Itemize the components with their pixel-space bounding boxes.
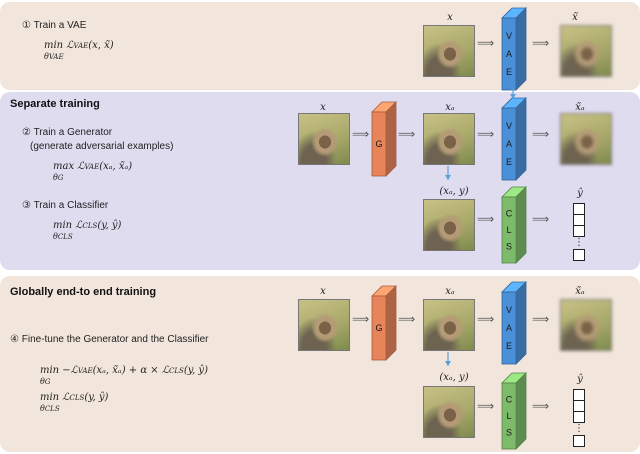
panel-train-vae	[0, 2, 640, 90]
adv-image-row2	[423, 113, 475, 165]
arrow-from-vae-row1: ⟹	[532, 36, 550, 50]
arrow-to-generator-row2: ⟹	[352, 127, 370, 141]
adv-image-row3	[423, 199, 475, 251]
label-x-adv-row2: xₐ	[445, 102, 455, 113]
separate-heading: Separate training	[10, 98, 100, 110]
adv-image-row5	[423, 386, 475, 438]
step3-label: ③ Train a Classifier	[22, 200, 109, 211]
global-heading: Globally end-to end training	[10, 286, 157, 298]
arrow-from-classifier-row3: ⟹	[532, 212, 550, 226]
label-x-recon-row1: x̃	[572, 12, 578, 23]
step1-objective-under: θVAE	[44, 52, 64, 61]
label-pair-row3: (xₐ, y)	[439, 186, 469, 197]
label-x-row2: x	[320, 102, 326, 113]
arrow-to-vae-row1: ⟹	[477, 36, 495, 50]
label-x-adv-recon-row2: x̃ₐ	[575, 102, 585, 113]
step4-objective2-under: θCLS	[40, 404, 60, 413]
label-x-adv-recon-row4: x̃ₐ	[575, 286, 585, 297]
label-y-hat-row5: ŷ	[577, 374, 583, 385]
arrow-to-generator-row4: ⟹	[352, 312, 370, 326]
step4-objective1: min −ℒVAE(xₐ, x̃ₐ) + α × ℒCLS(y, ŷ)	[40, 365, 208, 376]
recon-image-row2	[560, 113, 612, 165]
output-vector-row5: ⋮	[573, 389, 585, 447]
step1-objective: min ℒVAE(x, x̃)	[44, 40, 114, 51]
label-x-row1: x	[447, 12, 453, 23]
label-y-hat-row3: ŷ	[577, 188, 583, 199]
adv-image-row4	[423, 299, 475, 351]
label-pair-row5: (xₐ, y)	[439, 372, 469, 383]
step2-note: (generate adversarial examples)	[30, 141, 174, 152]
step4-objective2: min ℒCLS(y, ŷ)	[40, 392, 109, 403]
input-image-row2	[298, 113, 350, 165]
vdots: ⋮	[574, 423, 584, 434]
step1-label: ① Train a VAE	[22, 20, 87, 31]
input-image-row4	[298, 299, 350, 351]
recon-image-row4	[560, 299, 612, 351]
vdots: ⋮	[574, 237, 584, 248]
step4-objective1-under: θG	[40, 377, 51, 386]
arrow-to-vae-row2: ⟹	[477, 127, 495, 141]
arrow-from-generator-row2: ⟹	[398, 127, 416, 141]
output-vector-row3: ⋮	[573, 203, 585, 261]
arrow-to-vae-row4: ⟹	[477, 312, 495, 326]
step3-objective-under: θCLS	[53, 232, 73, 241]
arrow-from-vae-row4: ⟹	[532, 312, 550, 326]
step2-label: ② Train a Generator	[22, 127, 113, 138]
arrow-from-generator-row4: ⟹	[398, 312, 416, 326]
arrow-from-vae-row2: ⟹	[532, 127, 550, 141]
step2-objective-under: θG	[53, 173, 64, 182]
step4-label: ④ Fine-tune the Generator and the Classi…	[10, 334, 209, 345]
step3-objective: min ℒCLS(y, ŷ)	[53, 220, 122, 231]
label-x-adv-row4: xₐ	[445, 286, 455, 297]
recon-image-row1	[560, 25, 612, 77]
label-x-row4: x	[320, 286, 326, 297]
step2-objective: max ℒVAE(xₐ, x̃ₐ)	[53, 161, 133, 172]
arrow-to-classifier-row3: ⟹	[477, 212, 495, 226]
input-image-row1	[423, 25, 475, 77]
arrow-from-classifier-row5: ⟹	[532, 399, 550, 413]
arrow-to-classifier-row5: ⟹	[477, 399, 495, 413]
